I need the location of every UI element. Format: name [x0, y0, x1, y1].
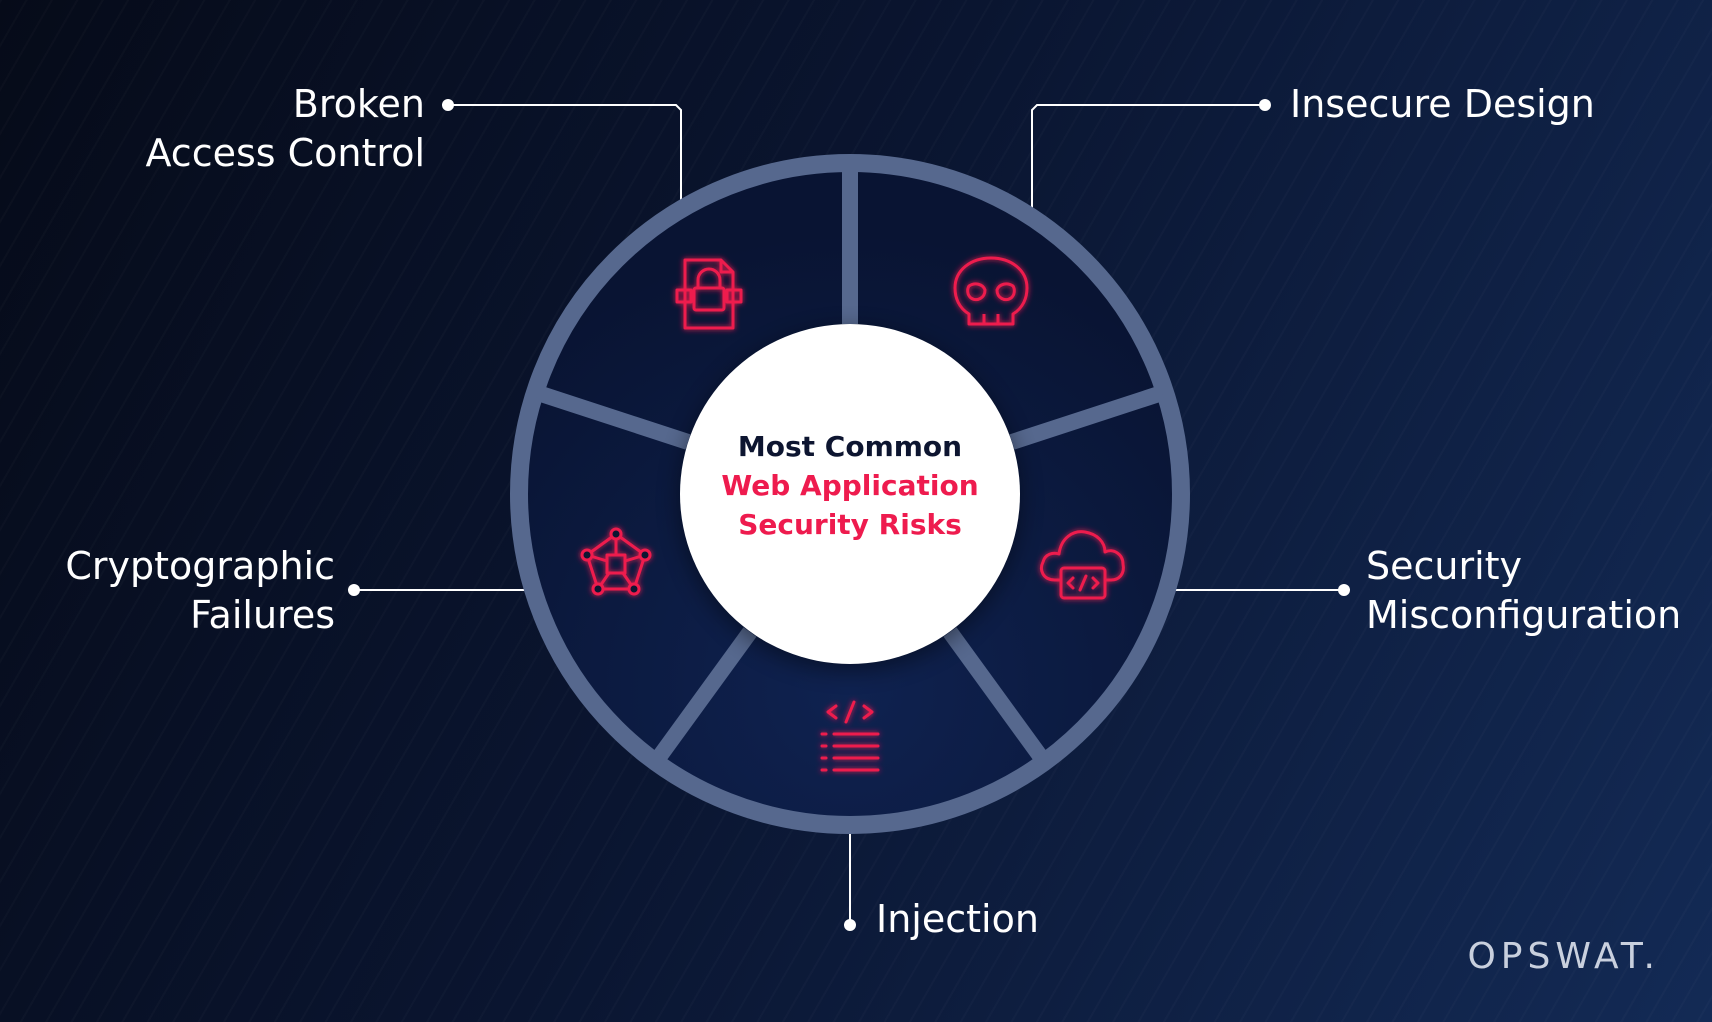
label-security-misconfiguration: Security Misconfiguration — [1366, 542, 1681, 640]
label-line: Injection — [876, 897, 1039, 941]
opswat-logo: OPSWAT. — [1467, 936, 1660, 977]
label-broken-access-control: Broken Access Control — [145, 80, 425, 178]
label-line: Security — [1366, 544, 1523, 588]
skull-icon — [953, 256, 1029, 326]
divider-lower-left — [650, 627, 757, 765]
code-list-icon — [820, 700, 880, 772]
connector-broken-access — [448, 104, 682, 222]
label-injection: Injection — [876, 895, 1039, 944]
label-line: Insecure Design — [1290, 82, 1595, 126]
label-line: Access Control — [145, 131, 425, 175]
wheel-dividers — [535, 166, 1165, 765]
label-line: Cryptographic — [65, 544, 335, 588]
dot-misconfiguration — [1338, 584, 1350, 596]
dot-broken-access — [442, 99, 454, 111]
center-title-line3: Security Risks — [738, 508, 962, 541]
center-title-line1: Most Common — [737, 430, 963, 463]
center-title-line2: Web Application — [721, 469, 979, 502]
center-circle — [680, 324, 1020, 664]
label-insecure-design: Insecure Design — [1290, 80, 1595, 129]
label-line: Failures — [190, 593, 335, 637]
network-pentagon-icon — [580, 527, 652, 596]
divider-upper-right — [1009, 385, 1165, 450]
divider-upper-left — [535, 385, 691, 450]
dot-injection — [844, 919, 856, 931]
connector-dots — [348, 99, 1350, 931]
label-line: Broken — [292, 82, 425, 126]
center-title: Most Common Web Application Security Ris… — [680, 427, 1020, 544]
divider-lower-right — [943, 627, 1050, 765]
wheel-outer-ring — [510, 154, 1190, 834]
label-cryptographic-failures: Cryptographic Failures — [65, 542, 335, 640]
dot-insecure-design — [1259, 99, 1271, 111]
connector-insecure-design — [1031, 104, 1265, 225]
connector-lines — [354, 104, 1344, 925]
dot-cryptographic — [348, 584, 360, 596]
document-lock-icon — [675, 258, 743, 330]
label-line: Misconfiguration — [1366, 593, 1682, 637]
cloud-code-icon — [1040, 530, 1125, 600]
